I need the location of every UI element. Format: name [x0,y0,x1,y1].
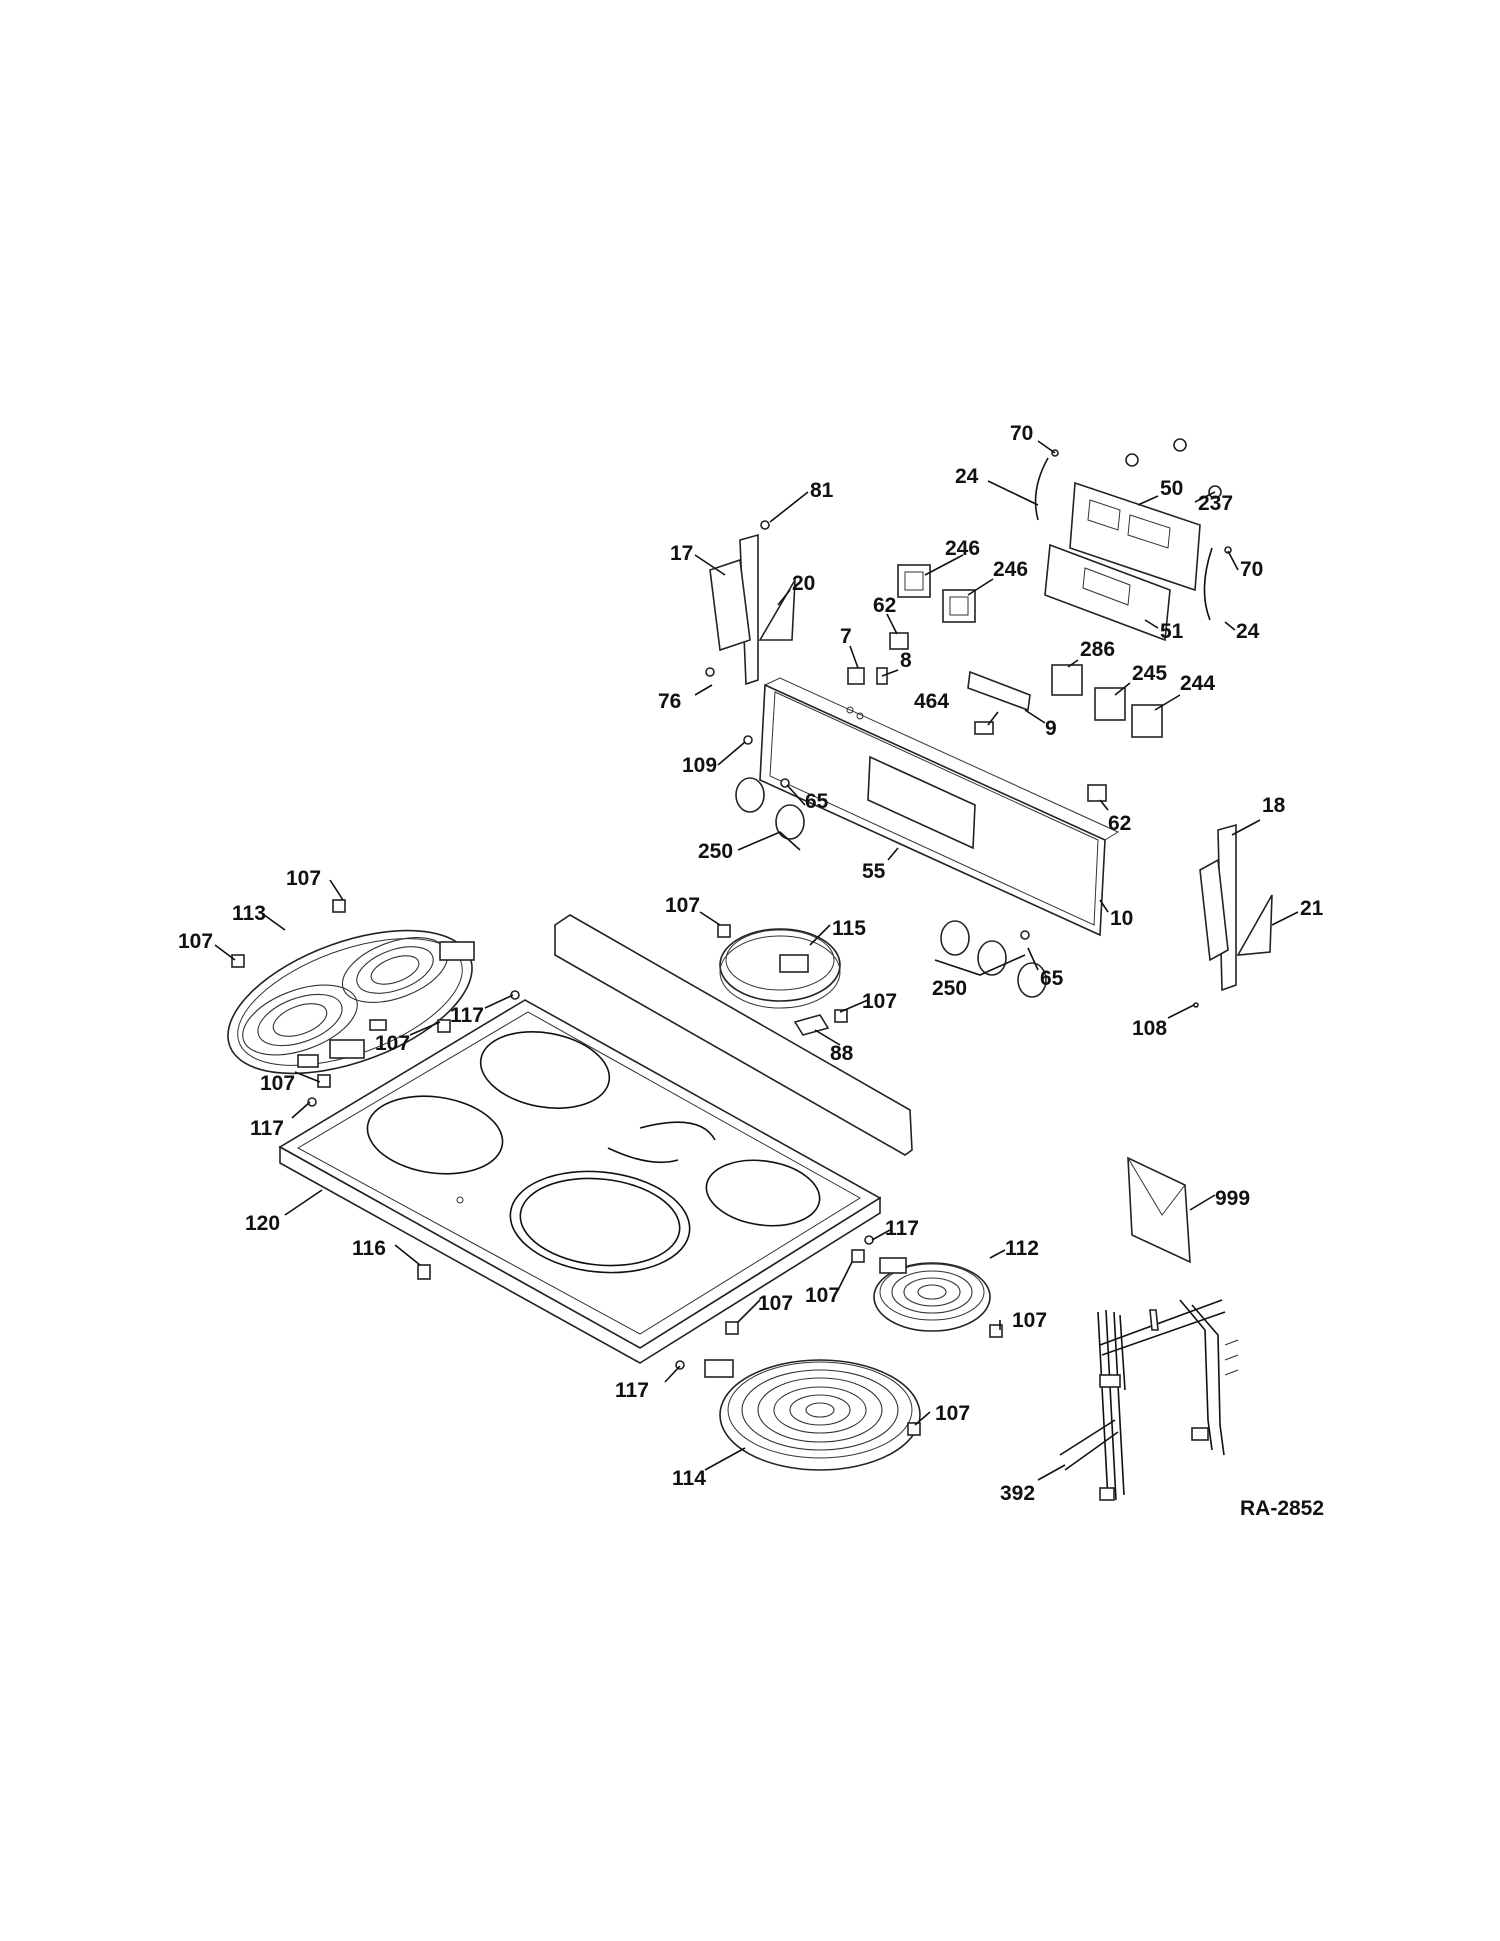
label-392: 392 [1000,1482,1035,1505]
label-20: 20 [792,572,815,595]
label-62-lower: 62 [1108,812,1131,835]
label-107-j: 107 [935,1402,970,1425]
label-246-right: 246 [993,558,1028,581]
label-237: 237 [1198,492,1233,515]
label-107-a: 107 [286,867,321,890]
control-panel-part-10 [759,677,1120,937]
switch-part-245 [1094,687,1126,721]
label-70-top: 70 [1010,422,1033,445]
label-81: 81 [810,479,834,502]
label-17: 17 [670,542,693,565]
label-24-top: 24 [955,465,979,488]
label-107-c: 107 [665,894,700,917]
label-24-right: 24 [1236,620,1260,643]
label-120: 120 [245,1212,280,1235]
label-107-g: 107 [805,1284,840,1307]
label-108: 108 [1132,1017,1167,1040]
lens-part-9 [967,670,1031,712]
label-115: 115 [832,917,866,940]
label-246-left: 246 [945,537,980,560]
relay-part-62-upper [889,632,909,650]
label-107-i: 107 [1012,1309,1047,1332]
label-245: 245 [1132,662,1167,685]
relay-part-62-lower [1087,784,1107,802]
label-464: 464 [914,690,949,713]
side-bracket-part-17 [709,533,759,686]
label-116: 116 [352,1237,386,1260]
radiant-element-part-114 [704,1359,921,1471]
label-65-right: 65 [1040,967,1064,990]
label-18: 18 [1262,794,1286,817]
label-117-c: 117 [885,1217,919,1240]
buttons-part-237 [1125,438,1222,499]
label-107-b: 107 [178,930,213,953]
diagram-id: RA-2852 [1240,1497,1324,1520]
leader-lines [214,440,1299,1481]
label-244: 244 [1180,672,1215,695]
label-70-right: 70 [1240,558,1263,581]
label-65-left: 65 [805,790,829,813]
label-117-d: 117 [615,1379,649,1402]
wire-harness-part-392 [1059,1299,1239,1501]
label-112: 112 [1005,1237,1039,1260]
infinite-switch-part-246b [942,589,976,623]
label-109: 109 [682,754,717,777]
gusset-part-20 [758,579,796,641]
label-9: 9 [1045,717,1057,740]
label-107-h: 107 [758,1292,793,1315]
screws-and-clips [231,449,1232,1436]
label-999: 999 [1215,1187,1250,1210]
label-55: 55 [862,860,886,883]
control-board-part-50 [1069,481,1201,592]
control-board-bracket-part-51 [1044,543,1171,642]
dual-radiant-element-part-113 [227,929,475,1075]
label-21: 21 [1300,897,1324,920]
label-250-right: 250 [932,977,967,1000]
label-10: 10 [1110,907,1133,930]
part-number-labels: 70 24 50 237 81 17 246 246 70 20 62 51 2… [178,422,1324,1520]
spacer-part-88 [793,1014,830,1036]
label-107-f: 107 [260,1072,295,1095]
wire-harness-part-24-upper [1034,457,1049,521]
switch-part-7 [847,667,865,685]
literature-part-999 [1127,1156,1191,1264]
label-286: 286 [1080,638,1115,661]
radiant-element-part-115 [719,928,841,1009]
knobs-part-250-right [940,920,1047,998]
label-62-upper: 62 [873,594,896,617]
switch-part-464 [974,721,994,735]
label-113: 113 [232,902,266,925]
label-117-b: 117 [250,1117,284,1140]
switch-part-286 [1051,664,1083,696]
label-250-left: 250 [698,840,733,863]
knobs-part-250-left [735,777,805,840]
infinite-switch-part-246a [897,564,931,598]
label-107-e: 107 [375,1032,410,1055]
label-8: 8 [900,649,912,672]
label-76: 76 [658,690,681,713]
switch-part-244 [1131,704,1163,738]
label-88: 88 [830,1042,854,1065]
label-114: 114 [672,1467,706,1490]
side-bracket-part-18 [1199,823,1237,992]
label-107-d: 107 [862,990,897,1013]
gusset-part-21 [1236,894,1273,956]
label-51: 51 [1160,620,1184,643]
label-50: 50 [1160,477,1183,500]
wire-harness-part-24-lower [1203,547,1213,621]
cooktop-glass-part-120 [278,914,913,1364]
label-117-a: 117 [450,1004,484,1027]
radiant-element-part-112 [873,1257,991,1332]
label-7: 7 [840,625,852,648]
